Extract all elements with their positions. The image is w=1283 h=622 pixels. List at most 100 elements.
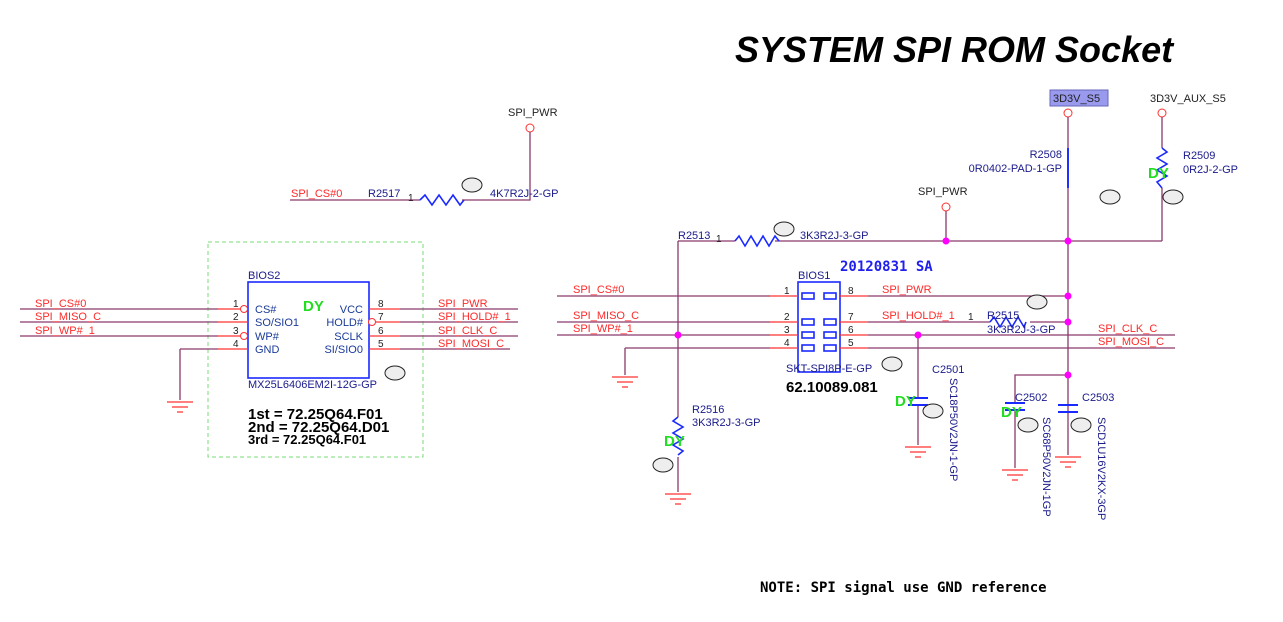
net-label: SPI_MOSI_C xyxy=(1098,336,1164,348)
junction-dot xyxy=(1064,318,1072,326)
gp-badge-icon xyxy=(1099,189,1121,205)
net-label: SPI_CLK_C xyxy=(438,325,497,337)
power-port-icon xyxy=(941,202,951,212)
capacitor-group: C2501 DY SC18P50V2JN-1-GP C2502 DY SC68P… xyxy=(895,335,1114,520)
pin-name: CS# xyxy=(255,304,277,316)
pad-icon xyxy=(823,318,837,326)
pin-name: SO/SIO1 xyxy=(255,317,299,329)
ref-label: BIOS1 xyxy=(798,270,830,282)
r2517-group: SPI_PWR SPI_CS#0 R2517 1 4K7R2J-2-GP xyxy=(290,107,558,207)
pin-number: 4 xyxy=(233,339,239,350)
resistor-icon xyxy=(671,416,685,456)
pin-number: 4 xyxy=(784,338,790,349)
net-label: SPI_MISO_C xyxy=(573,310,639,322)
gp-badge-icon xyxy=(384,365,406,381)
net-label: SPI_WP#_1 xyxy=(573,323,633,335)
value-label: SC68P50V2JN-1GP xyxy=(1040,417,1052,517)
pin-number: 8 xyxy=(848,286,854,297)
junction-dot xyxy=(674,331,682,339)
ground-icon xyxy=(905,446,931,458)
junction-dot xyxy=(1064,237,1072,245)
resistor-icon xyxy=(734,234,780,248)
gp-badge-icon xyxy=(461,177,483,193)
active-low-bubble-icon xyxy=(240,305,248,313)
pin-number: 1 xyxy=(784,286,790,297)
part-label: SKT-SPI8P-E-GP xyxy=(786,363,872,375)
chip-body xyxy=(247,281,370,379)
value-label: 0R0402-PAD-1-GP xyxy=(969,163,1062,175)
gp-badge-icon xyxy=(1026,294,1048,310)
wire xyxy=(557,295,770,375)
socket-body xyxy=(797,281,841,373)
active-low-bubble-icon xyxy=(240,332,248,340)
ref-label: R2516 xyxy=(692,404,724,416)
dy-marker: DY xyxy=(664,433,685,450)
pin-number: 7 xyxy=(378,312,384,323)
pin-number: 1 xyxy=(968,312,974,323)
pad-icon xyxy=(801,292,815,300)
ref-label: C2501 xyxy=(932,364,964,376)
pin-name: GND xyxy=(255,344,280,356)
pin-number: 3 xyxy=(233,326,239,337)
gp-badge-icon xyxy=(922,403,944,419)
power-port-label: 3D3V_AUX_S5 xyxy=(1150,93,1226,105)
net-label: SPI_CS#0 xyxy=(35,298,86,310)
source-1: 1st = 72.25Q64.F01 xyxy=(248,406,383,423)
net-label: SPI_PWR xyxy=(438,298,488,310)
ref-label: R2509 xyxy=(1183,150,1215,162)
wire xyxy=(677,240,1162,492)
pin-name: SI/SIO0 xyxy=(324,344,363,356)
dy-marker: DY xyxy=(303,298,324,315)
gp-badge-icon xyxy=(1017,417,1039,433)
pin-name: WP# xyxy=(255,331,280,343)
capacitor-icon xyxy=(1058,404,1078,413)
wire xyxy=(290,132,531,201)
net-label: SPI_MOSI_C xyxy=(438,338,504,350)
part-label: MX25L6406EM2I-12G-GP xyxy=(248,379,377,391)
resistor-icon xyxy=(419,193,465,207)
value-label: SC18P50V2JN-1-GP xyxy=(947,378,959,481)
junction-dot xyxy=(942,237,950,245)
ref-label: R2508 xyxy=(1030,149,1062,161)
wire xyxy=(400,308,518,350)
ref-label: C2502 xyxy=(1015,392,1047,404)
gp-badge-icon xyxy=(773,221,795,237)
pin-number: 1 xyxy=(716,234,722,245)
value-label: 0R2J-2-GP xyxy=(1183,164,1238,176)
active-low-bubble-icon xyxy=(368,318,376,326)
wire xyxy=(868,295,1175,349)
wire xyxy=(917,335,1068,468)
pad-icon xyxy=(823,292,837,300)
net-label: SPI_PWR xyxy=(882,284,932,296)
net-label: SPI_HOLD#_1 xyxy=(882,310,955,322)
value-label: 3K3R2J-3-GP xyxy=(800,230,868,242)
dy-marker: DY xyxy=(895,393,916,410)
ref-label: R2517 xyxy=(368,188,400,200)
pad-icon xyxy=(823,331,837,339)
power-highlight xyxy=(1049,89,1109,107)
bios1-group: 20120831 SA BIOS1 SKT-SPI8P-E-GP 62.1008… xyxy=(557,259,1175,396)
pad-icon xyxy=(801,318,815,326)
ref-label: R2515 xyxy=(987,310,1019,322)
note-text: NOTE: SPI signal use GND reference xyxy=(760,580,1047,596)
pad-icon xyxy=(801,331,815,339)
ref-label: BIOS2 xyxy=(248,270,280,282)
junction-dot xyxy=(1064,371,1072,379)
ref-label: R2513 xyxy=(678,230,710,242)
gp-badge-icon xyxy=(652,457,674,473)
pin-number: 5 xyxy=(378,339,384,350)
wire xyxy=(20,308,218,400)
pad-icon xyxy=(823,344,837,352)
ground-icon xyxy=(1055,456,1081,468)
pin-name: HOLD# xyxy=(326,317,364,329)
part-number: 62.10089.081 xyxy=(786,379,878,396)
resistor-icon xyxy=(989,315,1027,329)
power-port-icon xyxy=(1063,108,1073,118)
spi-pwr-port-label: SPI_PWR xyxy=(918,186,968,198)
pin-name: SCLK xyxy=(334,331,363,343)
gp-badge-icon xyxy=(1070,417,1092,433)
power-port-icon xyxy=(1157,108,1167,118)
